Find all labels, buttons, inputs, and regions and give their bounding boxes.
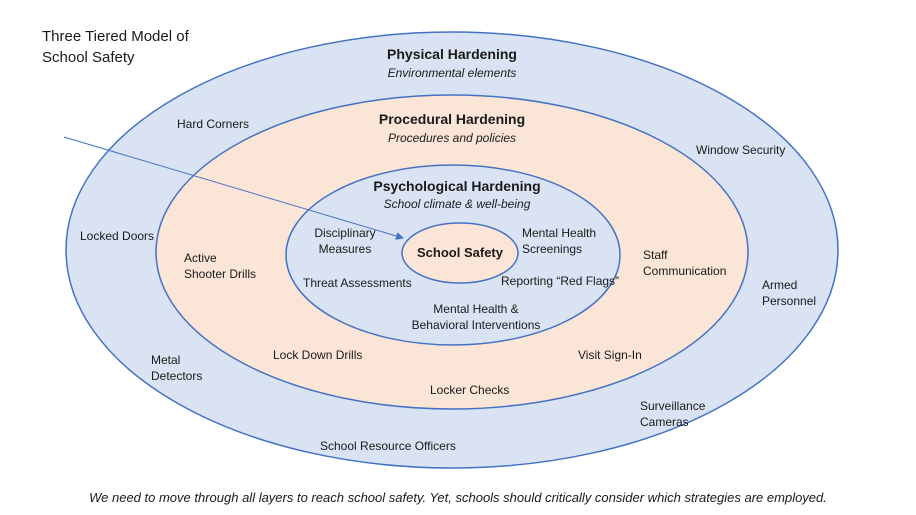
item-locked-doors: Locked Doors <box>80 229 155 243</box>
physical-heading: Physical Hardening <box>387 46 517 62</box>
item-visit-sign-in: Visit Sign-In <box>578 348 642 362</box>
entry-arrow <box>63 136 404 240</box>
psychological-heading: Psychological Hardening <box>373 178 541 194</box>
diagram-title: Three Tiered Model of School Safety <box>42 28 189 66</box>
procedural-heading: Procedural Hardening <box>378 111 526 127</box>
physical-subheading: Environmental elements <box>387 66 517 80</box>
psychological-subheading: School climate & well-being <box>383 197 531 211</box>
item-mental-health-screenings: Mental Health Screenings <box>522 226 597 256</box>
item-school-resource-officers: School Resource Officers <box>320 439 456 453</box>
school-safety-core: School Safety <box>417 245 503 260</box>
item-disciplinary-measures: Disciplinary Measures <box>314 226 376 256</box>
item-mental-health-interventions: Mental Health & Behavioral Interventions <box>411 302 541 332</box>
item-threat-assessments: Threat Assessments <box>303 276 412 290</box>
core-ellipse <box>401 222 519 284</box>
item-hard-corners: Hard Corners <box>177 117 250 131</box>
item-lock-down-drills: Lock Down Drills <box>273 348 363 362</box>
caption: We need to move through all layers to re… <box>89 490 827 505</box>
item-window-security: Window Security <box>696 143 786 157</box>
item-staff-communication: Staff Communication <box>643 248 727 278</box>
item-surveillance-cameras: Surveillance Cameras <box>640 399 706 429</box>
item-reporting-red-flags: Reporting “Red Flags” <box>501 274 620 288</box>
item-armed-personnel: Armed Personnel <box>762 278 817 308</box>
procedural-subheading: Procedures and policies <box>387 131 517 145</box>
item-active-shooter-drills: Active Shooter Drills <box>184 251 257 281</box>
item-locker-checks: Locker Checks <box>430 383 510 397</box>
item-metal-detectors: Metal Detectors <box>151 353 203 383</box>
